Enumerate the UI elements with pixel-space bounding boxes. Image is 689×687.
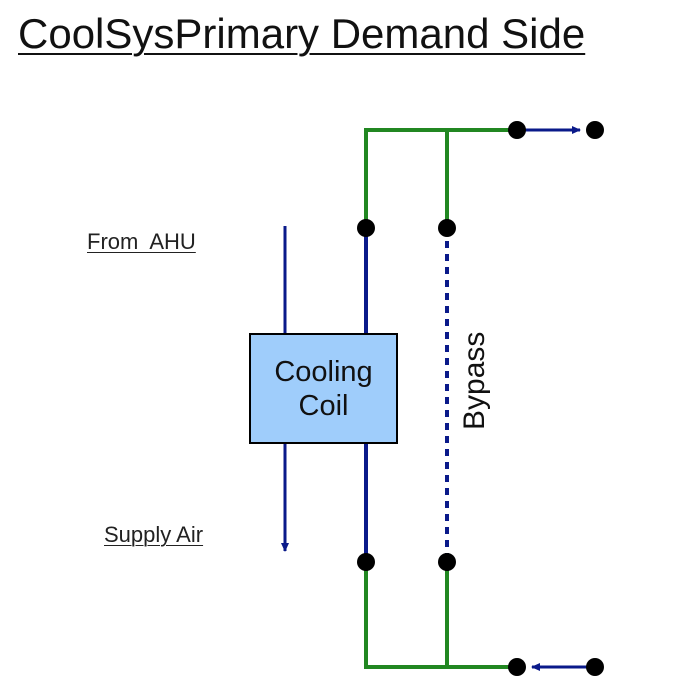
supply-header-pipe xyxy=(364,128,517,228)
bypass-label: Bypass xyxy=(458,331,491,430)
node-supply-outlet xyxy=(508,121,526,139)
node-coil-outlet xyxy=(357,553,375,571)
node-bypass-inlet xyxy=(438,219,456,237)
node-supply-outlet-end xyxy=(586,121,604,139)
page-title: CoolSysPrimary Demand Side xyxy=(18,10,586,57)
node-return-inlet xyxy=(508,658,526,676)
node-return-inlet-end xyxy=(586,658,604,676)
cooling-coil-label-line2: Coil xyxy=(298,389,349,422)
node-bypass-outlet xyxy=(438,553,456,571)
supply-air-label: Supply Air xyxy=(104,522,204,547)
return-header-pipe xyxy=(364,562,517,669)
cooling-coil-box: Cooling Coil xyxy=(249,333,398,444)
from-ahu-label: From AHU xyxy=(87,229,196,254)
cooling-coil-label-line1: Cooling xyxy=(274,355,373,388)
node-coil-inlet xyxy=(357,219,375,237)
